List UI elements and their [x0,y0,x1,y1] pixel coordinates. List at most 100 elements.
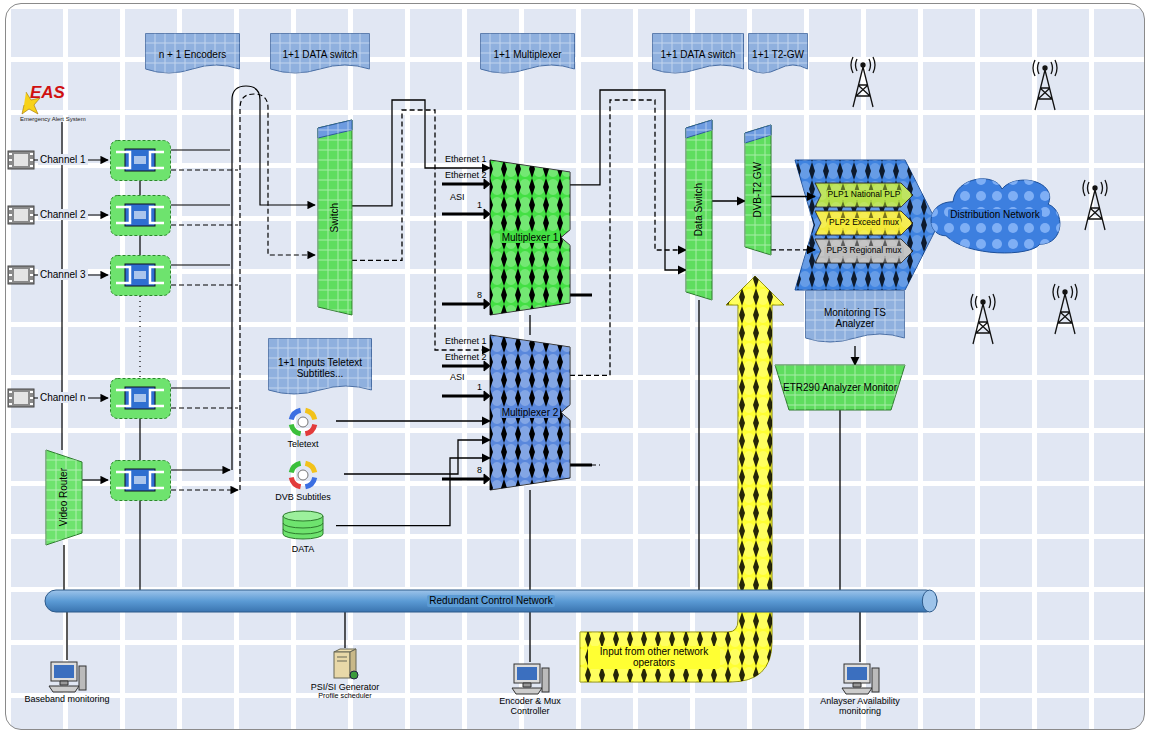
header-banner: 1+1 Multiplexer [480,33,575,77]
input-label: 8 [477,466,482,476]
connector [570,100,686,375]
node-text: Switch [329,203,341,232]
node-text: Input from other network operators [588,646,720,669]
input-arrow: Input from other network operators [584,636,724,678]
input-label: Ethernet 1 [445,337,487,347]
input-label: Ethernet 1 [445,155,487,165]
node-text: 1+1 DATA switch [283,49,358,61]
switch-box: Switch [318,120,352,315]
node-text: Profile scheduler [318,692,372,700]
node-text: DVB-T2 GW [752,162,764,218]
connector [66,612,67,660]
connector [839,410,840,590]
network-cloud: Distribution Network [925,172,1065,257]
channel-label: Channel n [38,392,88,403]
node-text: 1+1 Multiplexer [493,49,561,61]
workstation: Encoder & Mux Controller [476,662,584,728]
node-text: ETR290 Analyzer Monitor [783,382,897,394]
plp-arrow: PLP3 Regional mux [815,239,913,263]
node-text: PLP1 National PLP [826,190,903,200]
node-text: PSI/SI Generator [311,682,380,692]
node-text: Video Router [58,468,70,526]
header-banner: n + 1 Encoders [145,33,240,77]
header-banner: 1+1 DATA switch [652,33,744,77]
background-panel [5,3,1145,730]
subtitle-icon: DVB Subtitles [262,458,344,508]
node-text: Anlayser Availability monitoring [804,696,916,717]
node-text: Baseband monitoring [24,694,109,704]
workstation-shape [800,662,920,728]
node-text: DATA [292,544,315,554]
input-label: ASI [450,373,465,383]
node-text: 1+1 DATA switch [661,49,736,61]
yellow-input-arrow [580,276,784,682]
node-text: Redundant Control Network [427,595,554,607]
node-text: 1+1 Inputs Teletext Subtitles... [272,357,368,380]
connector [529,315,530,335]
control-bus: Redundant Control Network [45,590,937,612]
node-text: Encoder & Mux Controller [480,696,580,717]
data-store-shape [270,510,336,562]
connector [854,346,855,365]
input-label: 1 [477,201,482,211]
channel-label: Channel 3 [38,269,88,280]
connector [771,249,815,250]
input-label: Ethernet 2 [445,353,487,363]
header-banner: Monitoring TS Analyzer [805,290,905,346]
connector [529,490,530,590]
connector [352,100,490,206]
channel-label: Channel 2 [38,209,88,220]
plp-arrow: PLP2 Exceed mux [815,211,913,235]
connector [529,612,530,662]
input-label: Ethernet 2 [445,171,487,181]
node-text: PLP2 Exceed mux [827,218,901,228]
data-store: DATA [270,510,336,562]
node-text: 1+1 T2-GW [752,49,804,61]
connector [859,612,860,662]
node-text: DVB Subtitles [275,492,331,502]
workstation: Anlayser Availability monitoring [800,662,920,728]
plp-arrow: PLP1 National PLP [815,183,913,207]
teletext-icon: Teletext [270,405,336,455]
node-text: n + 1 Encoders [159,49,227,61]
connector [336,458,490,526]
node-text: Monitoring TS Analyzer [809,307,901,330]
input-label: 8 [477,291,482,301]
connector [344,440,490,474]
node-text: Multiplexer 1 [500,232,561,244]
connector [336,420,490,421]
connector [344,612,345,648]
video-sources [8,92,40,407]
node-text: Distribution Network [948,209,1041,221]
input-label: 1 [477,383,482,393]
logo-text: Emergency Alert System [20,116,86,123]
switch-box: DVB-T2 GW [745,125,771,255]
connector [771,196,815,197]
channel-lines [34,122,108,480]
router-box: Video Router [46,450,82,545]
node-text: Data Switch [693,183,705,236]
node-text: Multiplexer 2 [500,407,561,419]
server: PSI/SI GeneratorProfile scheduler [288,648,402,728]
connector [698,300,699,590]
multiplexer-box: Multiplexer 1 [490,160,570,315]
connector [352,110,490,350]
channel-label: Channel 1 [38,154,88,165]
header-banner: 1+1 Inputs Teletext Subtitles... [268,338,372,398]
input-label: ASI [450,193,465,203]
connector [712,200,745,201]
switch-box: Data Switch [686,120,712,300]
node-text: PLP3 Regional mux [824,246,903,256]
workstation-shape [476,662,584,728]
header-banner: 1+1 DATA switch [270,33,370,77]
logo-text: EAS [30,84,65,103]
connector [570,90,686,270]
plp-carrier [795,160,938,290]
node-text: Teletext [287,439,318,449]
header-banner: 1+1 T2-GW [748,33,808,77]
analyzer-box: ETR290 Analyzer Monitor [775,365,905,410]
connector [63,545,64,590]
multiplexer-box: Multiplexer 2 [490,335,570,490]
